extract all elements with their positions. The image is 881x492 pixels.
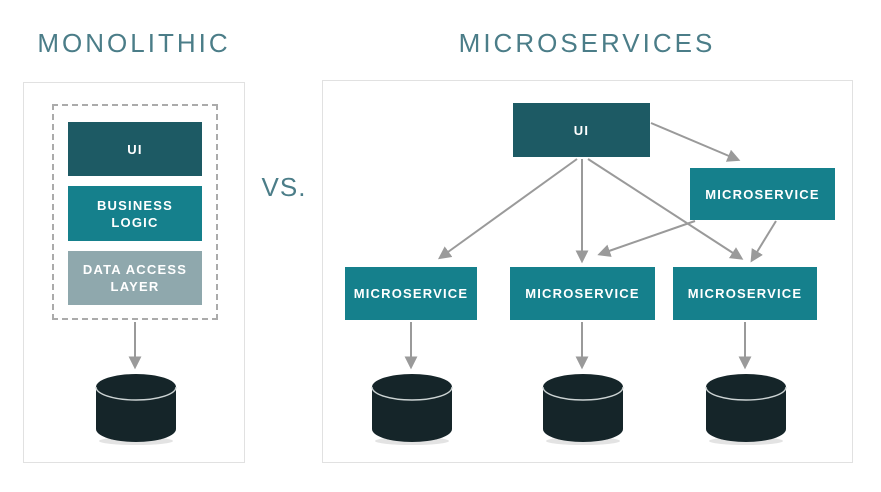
- microservices-panel: UI MICROSERVICE MICROSERVICE MICROSERVIC…: [322, 80, 853, 463]
- database-icon: [542, 374, 624, 445]
- database-icon: [371, 374, 453, 445]
- monolithic-title: MONOLITHIC: [37, 28, 231, 58]
- versus-label: VS.: [261, 172, 307, 202]
- microservice-node-top-right: MICROSERVICE: [690, 168, 835, 220]
- monolithic-panel: UI BUSINESS LOGIC DATA ACCESS LAYER: [23, 82, 245, 463]
- database-icon: [95, 374, 177, 445]
- monolith-ui-layer: UI: [68, 122, 202, 176]
- monolith-data-access-layer: DATA ACCESS LAYER: [68, 251, 202, 305]
- microservice-node-left: MICROSERVICE: [345, 267, 477, 320]
- microservice-node-right: MICROSERVICE: [673, 267, 817, 320]
- microservice-node-middle: MICROSERVICE: [510, 267, 655, 320]
- microservices-ui-node: UI: [513, 103, 650, 157]
- monolith-boundary: [52, 104, 218, 320]
- microservices-title: MICROSERVICES: [458, 28, 716, 58]
- monolith-business-logic-layer: BUSINESS LOGIC: [68, 186, 202, 241]
- database-icon: [705, 374, 787, 445]
